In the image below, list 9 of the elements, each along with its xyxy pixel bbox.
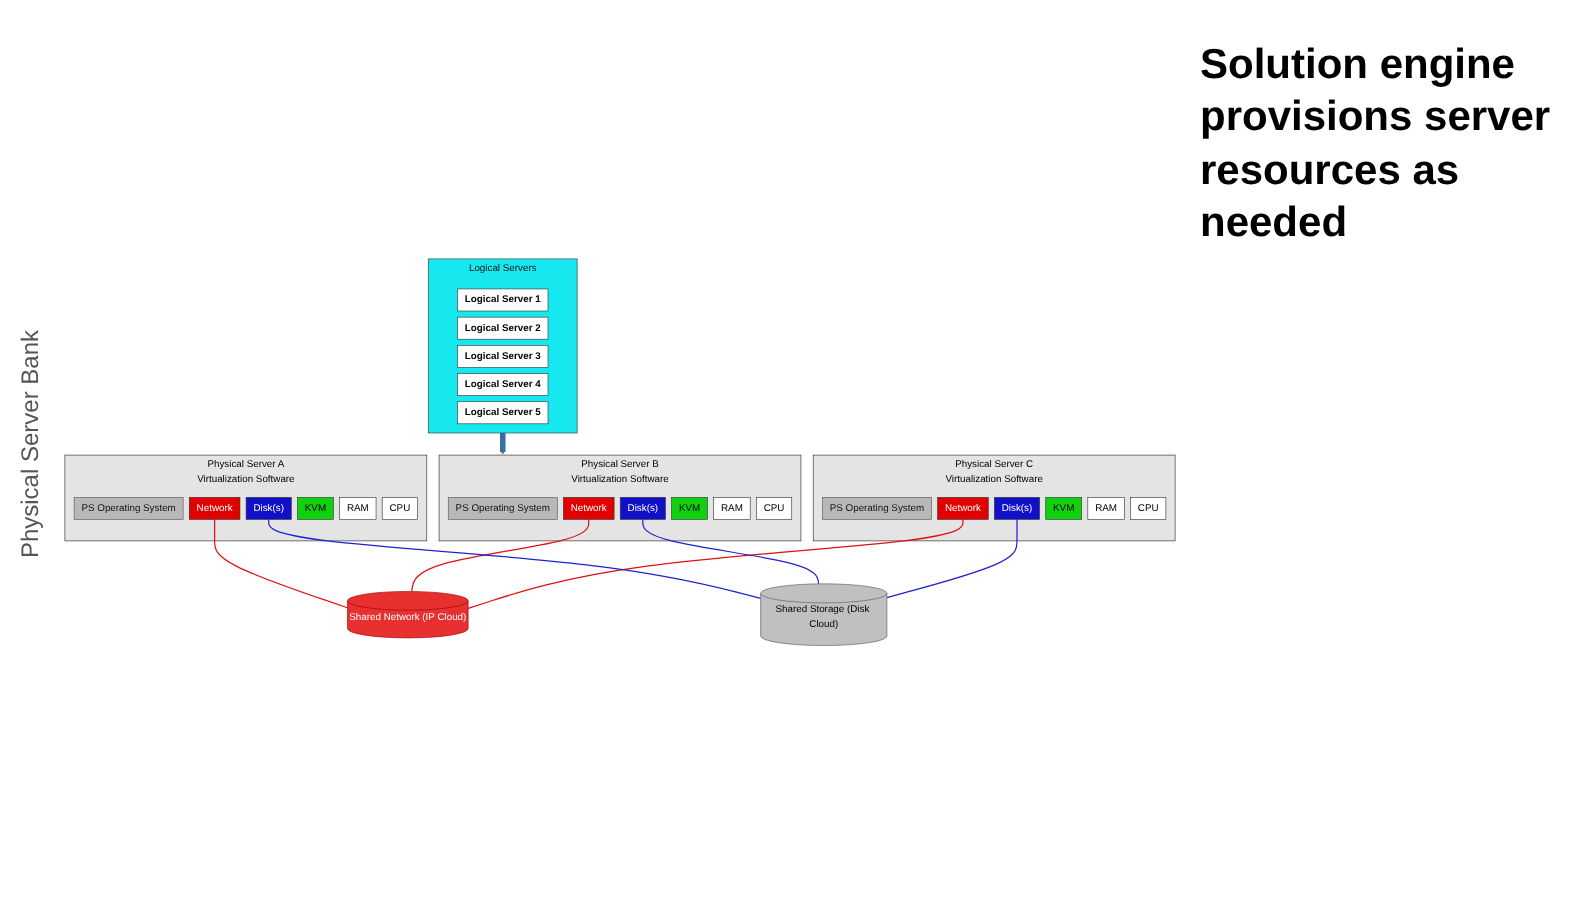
arrow bbox=[500, 433, 506, 456]
connector bbox=[411, 519, 590, 593]
connector bbox=[467, 519, 964, 610]
connector bbox=[886, 519, 1018, 599]
note-text: Solution engine provisions server resources as needed bbox=[1200, 40, 1553, 250]
connector bbox=[642, 519, 820, 586]
side-label: Physical Server Bank bbox=[16, 327, 44, 563]
connector bbox=[268, 519, 762, 600]
connector bbox=[214, 519, 349, 610]
